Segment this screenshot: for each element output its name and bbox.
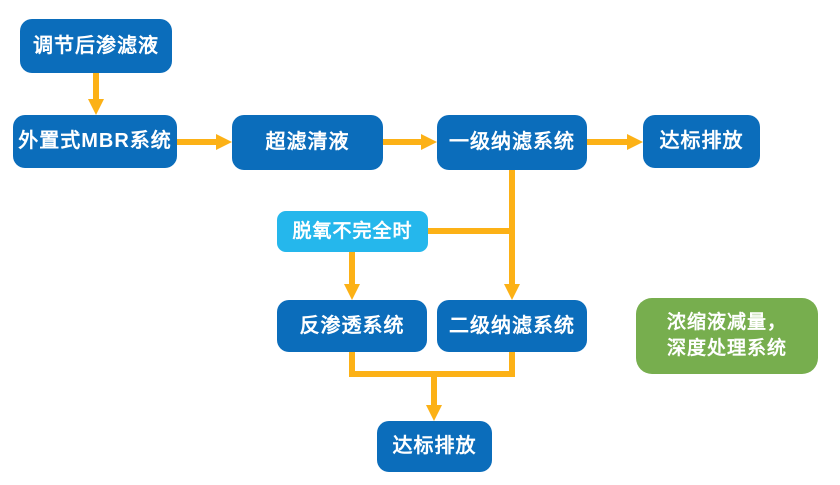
node-label-line2: 深度处理系统 xyxy=(666,338,787,359)
node-label: 反渗透系统 xyxy=(299,314,405,337)
node-adjusted-leachate: 调节后渗滤液 xyxy=(20,19,172,73)
node-first-stage-nanofiltration-system: 一级纳滤系统 xyxy=(437,115,587,170)
node-label: 外置式MBR系统 xyxy=(18,130,172,152)
node-label-line1: 浓缩液减量， xyxy=(666,312,787,334)
node-label: 二级纳滤系统 xyxy=(449,314,575,337)
node-label: 达标排放 xyxy=(659,130,744,152)
node-incomplete-deoxidation-condition: 脱氧不完全时 xyxy=(277,211,428,252)
node-label: 超滤清液 xyxy=(265,131,350,153)
node-reverse-osmosis-system: 反渗透系统 xyxy=(277,300,427,352)
node-concentrate-reduction-treatment-system: 浓缩液减量， 深度处理系统 xyxy=(636,298,818,374)
connector-ro-nf2-merge xyxy=(349,352,515,377)
node-label: 一级纳滤系统 xyxy=(449,131,575,153)
node-second-stage-nanofiltration-system: 二级纳滤系统 xyxy=(437,300,587,352)
node-external-mbr-system: 外置式MBR系统 xyxy=(13,115,177,168)
node-ultrafiltration-clear-liquid: 超滤清液 xyxy=(232,115,383,170)
node-label: 达标排放 xyxy=(392,435,477,457)
node-label: 浓缩液减量， 深度处理系统 xyxy=(667,310,787,361)
node-label: 调节后渗滤液 xyxy=(33,34,159,57)
node-discharge-standard-top: 达标排放 xyxy=(643,115,760,168)
node-label: 脱氧不完全时 xyxy=(292,220,413,242)
node-discharge-standard-bottom: 达标排放 xyxy=(377,421,492,472)
